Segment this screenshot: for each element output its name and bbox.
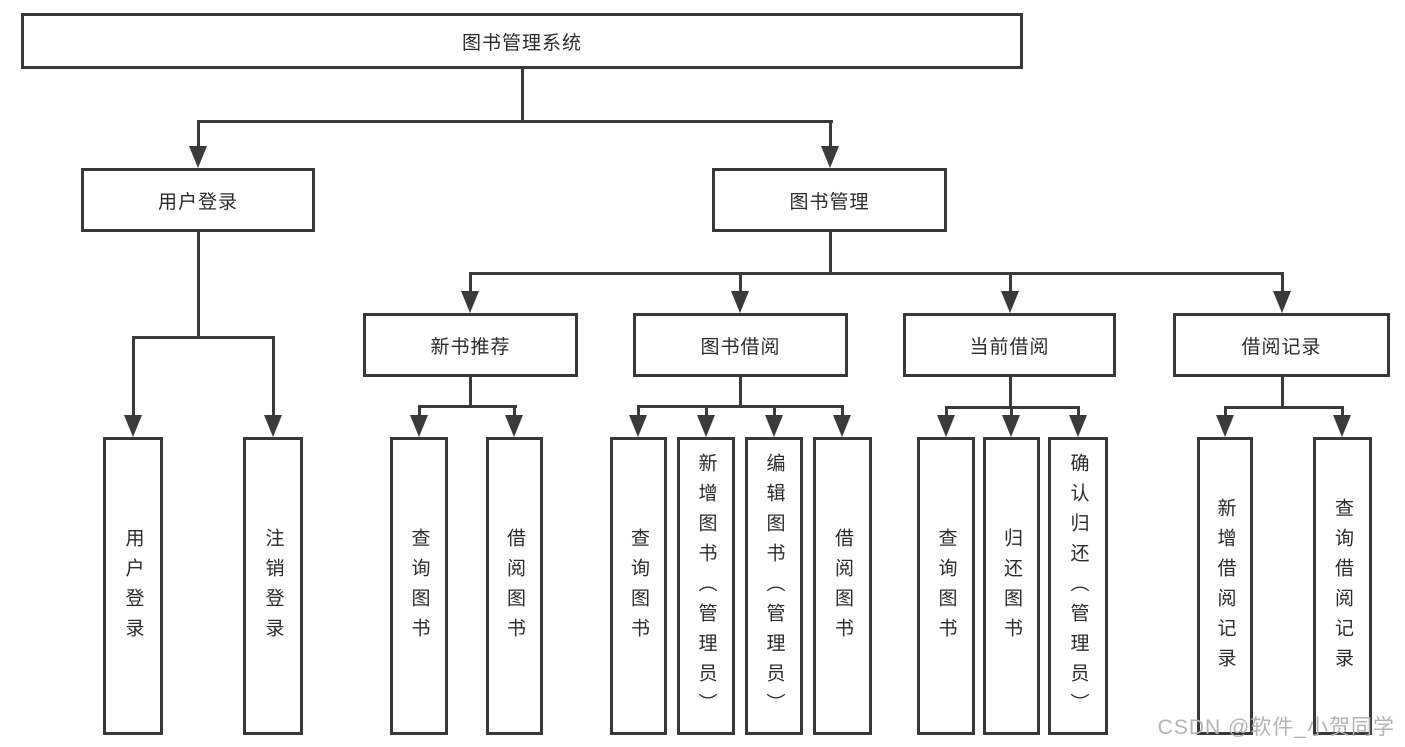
node-current-borrowing: 当前借阅 <box>903 313 1116 377</box>
connector-line <box>840 405 844 415</box>
connector-line <box>1340 406 1344 415</box>
node-user-login: 用户登录 <box>81 168 315 232</box>
leaf-return-books: 归还图书 <box>983 437 1040 735</box>
leaf-query-books-current: 查询图书 <box>917 437 975 735</box>
connector-line <box>1280 272 1284 291</box>
connector-line <box>417 405 517 408</box>
connector-line <box>738 377 742 405</box>
arrow-down-icon <box>1333 415 1351 437</box>
connector-line <box>704 405 708 415</box>
leaf-edit-books-admin: 编辑图书（管理员） <box>745 437 803 735</box>
arrow-down-icon <box>189 146 207 168</box>
connector-line <box>512 405 516 415</box>
connector-line <box>520 69 524 120</box>
node-new-book-recommendation: 新书推荐 <box>363 313 578 377</box>
leaf-user-login: 用户登录 <box>103 437 163 735</box>
csdn-watermark: CSDN @软件_小贺同学 <box>1157 716 1395 739</box>
arrow-down-icon <box>264 415 282 437</box>
connector-line <box>417 405 421 415</box>
connector-line <box>944 406 948 415</box>
node-book-management: 图书管理 <box>712 168 947 232</box>
leaf-add-borrow-record: 新增借阅记录 <box>1197 437 1253 735</box>
arrow-down-icon <box>1002 415 1020 437</box>
leaf-query-books-borrowing: 查询图书 <box>610 437 667 735</box>
connector-line <box>1008 272 1012 291</box>
connector-line <box>468 377 472 405</box>
leaf-add-books-admin: 新增图书（管理员） <box>677 437 735 735</box>
leaf-query-borrow-record: 查询借阅记录 <box>1313 437 1372 735</box>
node-library-management-system: 图书管理系统 <box>21 13 1023 69</box>
arrow-down-icon <box>765 415 783 437</box>
connector-line <box>828 232 832 272</box>
node-book-borrowing: 图书借阅 <box>633 313 848 377</box>
arrow-down-icon <box>1216 415 1234 437</box>
connector-line <box>468 272 472 291</box>
leaf-logout: 注销登录 <box>243 437 303 735</box>
arrow-down-icon <box>697 415 715 437</box>
connector-line <box>1223 406 1227 415</box>
connector-line <box>196 232 200 336</box>
connector-line <box>636 405 640 415</box>
arrow-down-icon <box>124 415 142 437</box>
connector-line <box>196 120 833 123</box>
arrow-down-icon <box>833 415 851 437</box>
connector-line <box>468 272 1284 275</box>
connector-line <box>196 120 200 146</box>
connector-line <box>1223 406 1344 409</box>
node-borrowing-records: 借阅记录 <box>1173 313 1390 377</box>
connector-line <box>131 336 275 339</box>
leaf-borrow-books-recommend: 借阅图书 <box>486 437 543 735</box>
connector-line <box>738 272 742 291</box>
connector-line <box>828 120 832 146</box>
connector-line <box>131 336 135 415</box>
arrow-down-icon <box>461 291 479 313</box>
arrow-down-icon <box>410 415 428 437</box>
connector-line <box>1280 377 1284 406</box>
connector-line <box>1009 406 1013 415</box>
arrow-down-icon <box>505 415 523 437</box>
arrow-down-icon <box>1069 415 1087 437</box>
arrow-down-icon <box>1001 291 1019 313</box>
connector-line <box>1008 377 1012 406</box>
leaf-borrow-books-borrowing: 借阅图书 <box>813 437 872 735</box>
connector-line <box>1076 406 1080 415</box>
connector-line <box>636 405 844 408</box>
connector-line <box>271 336 275 415</box>
connector-line <box>772 405 776 415</box>
arrow-down-icon <box>821 146 839 168</box>
leaf-confirm-return-admin: 确认归还（管理员） <box>1048 437 1108 735</box>
arrow-down-icon <box>731 291 749 313</box>
arrow-down-icon <box>629 415 647 437</box>
arrow-down-icon <box>937 415 955 437</box>
leaf-query-books-recommend: 查询图书 <box>390 437 448 735</box>
arrow-down-icon <box>1273 291 1291 313</box>
